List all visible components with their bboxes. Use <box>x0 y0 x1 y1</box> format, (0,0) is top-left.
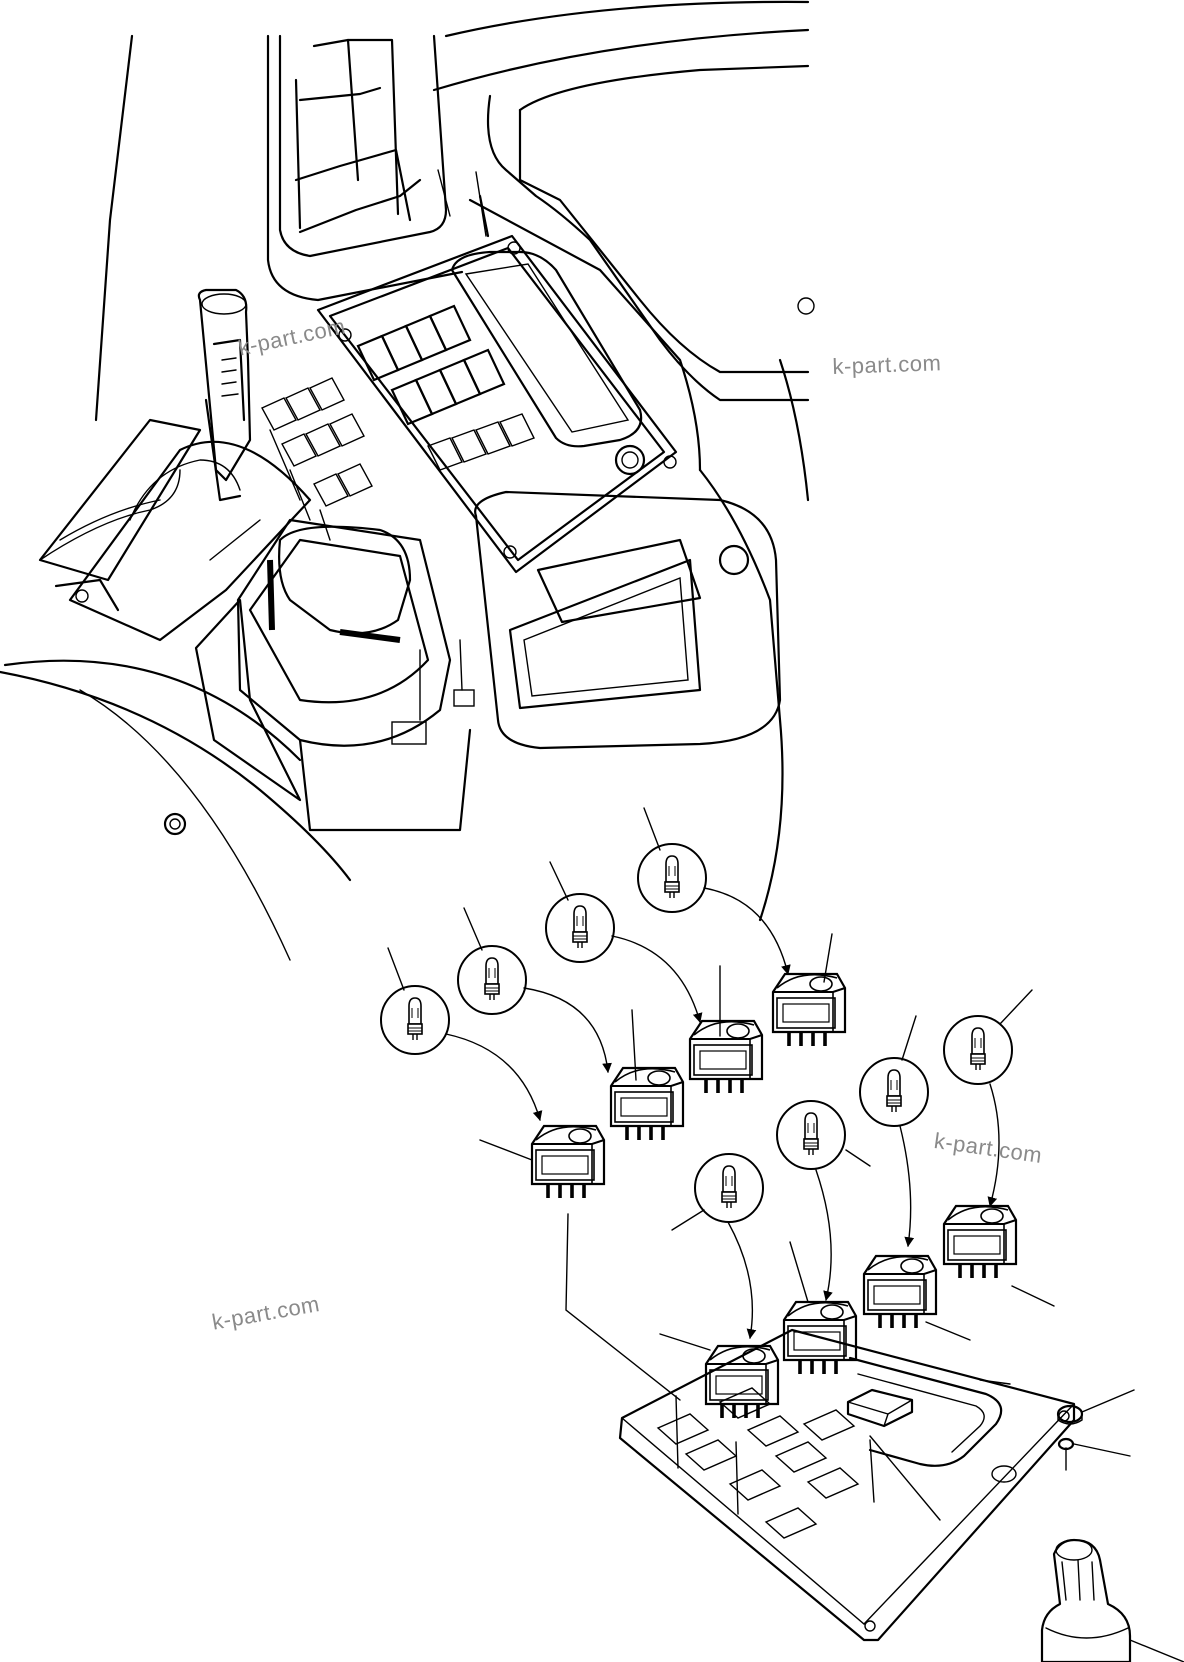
bulb-7 <box>776 1100 846 1170</box>
bulb-3 <box>545 893 615 963</box>
bulb-8 <box>694 1153 764 1223</box>
rocker-switch-6 <box>862 1254 938 1330</box>
rocker-switch-2 <box>609 1066 685 1142</box>
rocker-switch-3 <box>688 1019 764 1095</box>
rocker-switch-1 <box>530 1124 606 1200</box>
bulb-6 <box>859 1057 929 1127</box>
bulb-4 <box>637 843 707 913</box>
bulb-5 <box>943 1015 1013 1085</box>
rocker-switch-4 <box>771 972 847 1048</box>
watermark-text: k-part.com <box>832 350 942 379</box>
switch-and-bulb-exploded-view <box>380 807 1184 1662</box>
bulb-2 <box>457 945 527 1015</box>
rocker-switch-5 <box>942 1204 1018 1280</box>
cab-console-assembly <box>0 0 815 961</box>
bulb-1 <box>380 985 450 1055</box>
